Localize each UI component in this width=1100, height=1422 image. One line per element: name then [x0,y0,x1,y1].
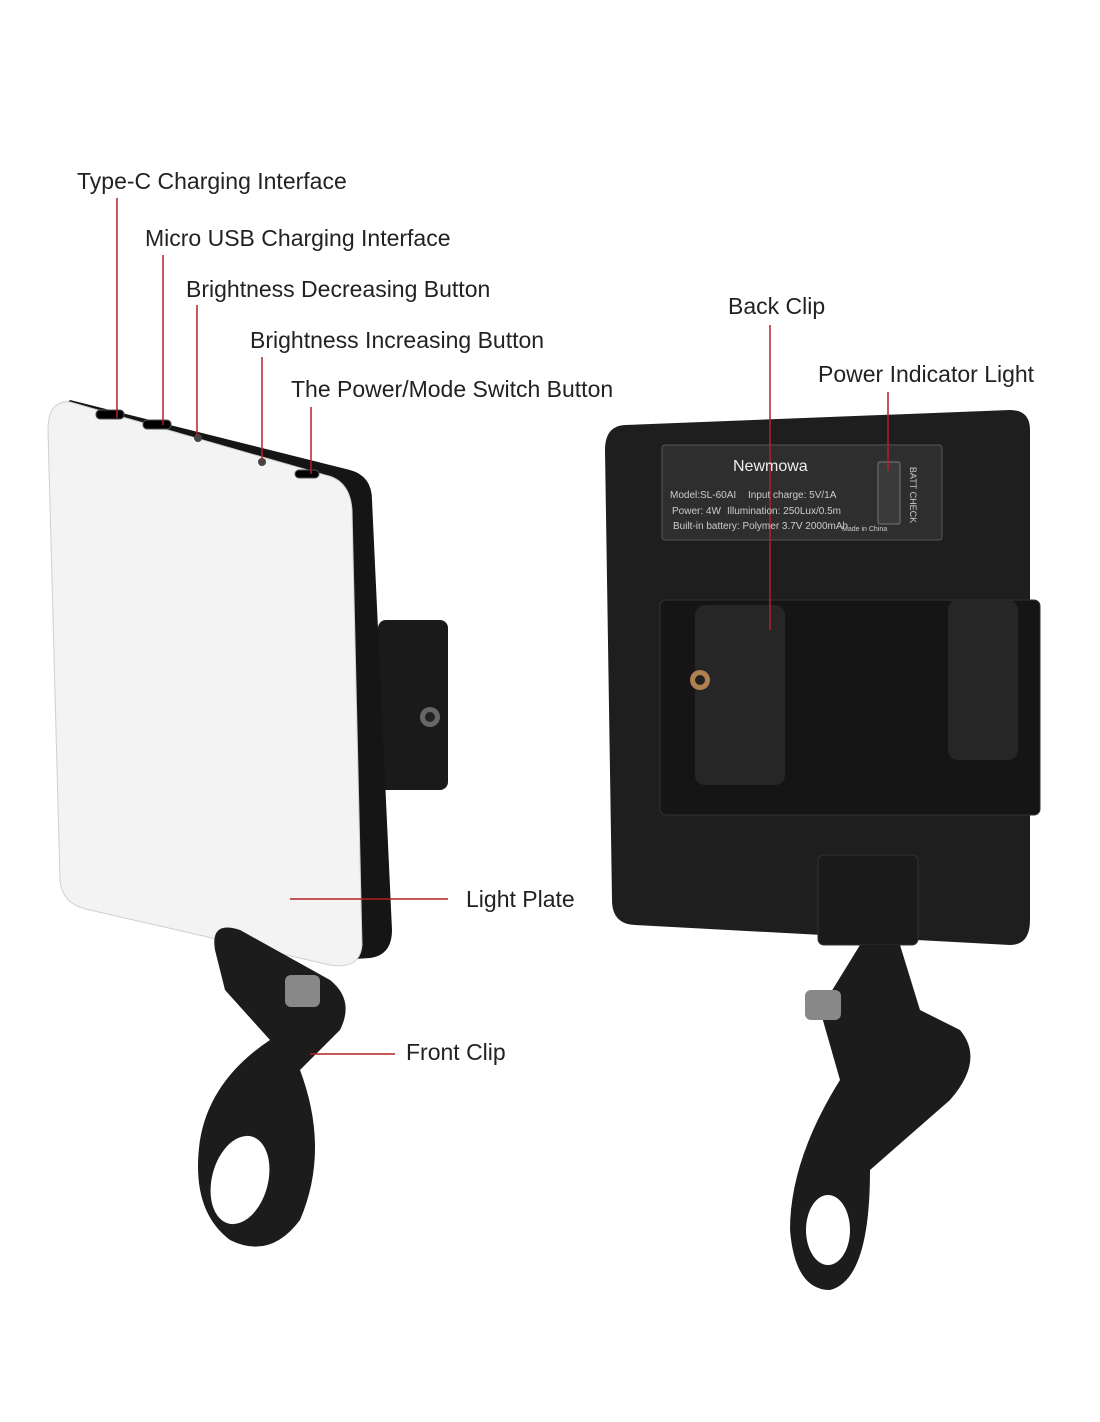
label-illumination: Illumination: 250Lux/0.5m [727,506,841,517]
battery-indicator [877,461,901,525]
callout-back-clip: Back Clip [728,293,826,319]
back-device [605,410,1041,1290]
type-c-port [95,409,125,420]
side-mount [378,620,448,790]
front-light-device [47,400,448,1247]
brightness-down-button [194,434,202,442]
callout-micro-usb: Micro USB Charging Interface [145,225,451,251]
thumb-screw [285,975,320,1007]
thumb-screw [805,990,841,1020]
callout-type-c: Type-C Charging Interface [77,168,347,194]
callout-lines [116,198,889,1055]
back-clip [695,605,785,785]
power-button [294,469,320,479]
spec-label [661,444,943,541]
label-power: Power: 4W [672,506,721,517]
label-battery: Built-in battery: Polymer 3.7V 2000mAh [673,521,849,532]
label-input: Input charge: 5V/1A [748,490,837,501]
callout-power-mode: The Power/Mode Switch Button [291,376,614,402]
brand-logo: Newmowa [733,458,808,475]
brightness-up-button [258,458,266,466]
micro-usb-port [142,419,172,430]
callout-brightness-down: Brightness Decreasing Button [186,276,491,302]
light-plate [47,401,363,967]
label-batt-check: BATT CHECK [908,466,919,524]
label-made-in: Made in China [842,526,888,533]
callout-light-plate: Light Plate [466,886,575,912]
label-model: Model:SL-60AI [670,490,737,501]
callout-front-clip: Front Clip [406,1039,506,1065]
callout-power-indicator: Power Indicator Light [818,361,1035,387]
hinge [817,854,919,946]
back-clip-jaw [948,600,1018,760]
callout-brightness-up: Brightness Increasing Button [250,327,545,353]
